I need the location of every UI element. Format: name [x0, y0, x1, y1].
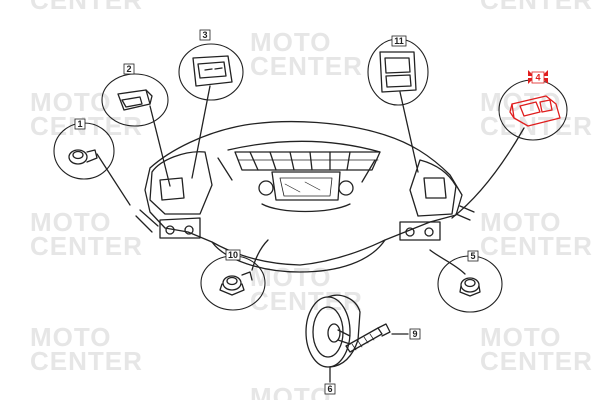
callout-4-label: 4 [535, 73, 540, 83]
watermark-line: CENTER [250, 286, 363, 316]
part-3-rocker [191, 55, 233, 179]
callout-3[interactable]: 3 [199, 29, 211, 41]
part-1-knob [68, 149, 131, 206]
callout-5[interactable]: 5 [467, 250, 479, 262]
part-11-rocker [379, 51, 419, 173]
watermark-line: MOTO [480, 322, 562, 352]
callout-10[interactable]: 10 [225, 249, 241, 261]
watermark-line: MOTO [250, 382, 332, 400]
watermark: CENTER [480, 0, 593, 15]
callout-4[interactable]: 4 [531, 71, 545, 84]
callout-2-label: 2 [126, 64, 131, 74]
callout-1-label: 1 [77, 119, 82, 129]
part-9-bolt [345, 323, 409, 353]
watermark-line: CENTER [480, 111, 593, 141]
watermark-line: CENTER [30, 346, 143, 376]
detail-circle-10 [200, 255, 266, 311]
detail-circle-5 [437, 255, 503, 313]
watermark-line: CENTER [250, 51, 363, 81]
detail-circle-2 [101, 73, 169, 127]
part-6-horn [305, 294, 361, 383]
callout-9[interactable]: 9 [409, 328, 421, 340]
callout-11-label: 11 [394, 36, 404, 46]
callout-5-label: 5 [470, 251, 475, 261]
handlebar-cover [135, 120, 475, 273]
callout-6-label: 6 [327, 384, 332, 394]
watermark-line: CENTER [30, 0, 143, 15]
callout-3-label: 3 [202, 30, 207, 40]
watermark-line: MOTO [480, 207, 562, 237]
callout-9-label: 9 [412, 329, 417, 339]
watermark-line: CENTER [30, 111, 143, 141]
part-10-knob [219, 271, 253, 296]
watermark-line: CENTER [480, 231, 593, 261]
callout-10-label: 10 [228, 250, 238, 260]
watermark-line: CENTER [480, 346, 593, 376]
callout-2[interactable]: 2 [123, 63, 135, 75]
watermark-line: CENTER [30, 231, 143, 261]
watermark-line: MOTO [250, 27, 332, 57]
watermark: MOTO [250, 382, 332, 400]
leader-line-5 [429, 249, 466, 275]
watermark-line: MOTO [30, 322, 112, 352]
callout-6[interactable]: 6 [324, 383, 336, 395]
callout-11[interactable]: 11 [391, 35, 407, 47]
part-2-switch [117, 89, 171, 187]
part-4-highlighted-switch [509, 95, 561, 127]
watermark-line: MOTO [30, 207, 112, 237]
watermark: CENTER [30, 0, 143, 15]
leader-line-4 [451, 127, 525, 219]
callout-1[interactable]: 1 [74, 118, 86, 130]
detail-circle-3 [178, 43, 244, 101]
leader-line-10 [251, 239, 269, 271]
watermark-line: MOTO [30, 87, 112, 117]
watermark-line: CENTER [480, 0, 593, 15]
part-5-knob [459, 277, 481, 297]
detail-circle-4 [498, 79, 568, 141]
